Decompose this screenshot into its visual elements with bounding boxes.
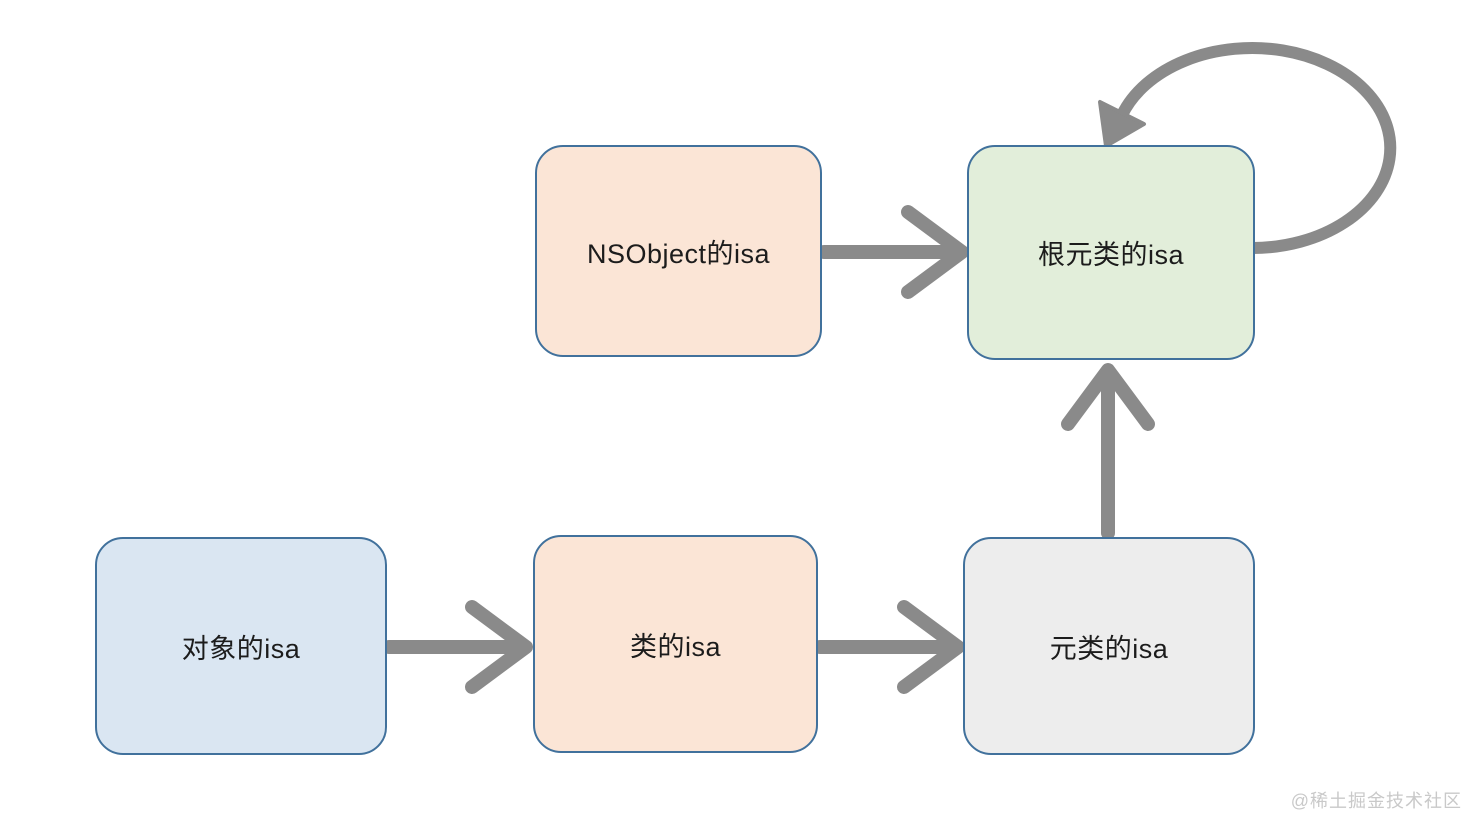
node-object-isa: 对象的isa [95,537,387,755]
node-root-meta-isa: 根元类的isa [967,145,1255,360]
node-meta-isa: 元类的isa [963,537,1255,755]
arrow-meta-to-rootmeta [1061,363,1155,540]
arrow-class-to-meta [813,600,965,694]
arrow-object-to-class [382,600,533,694]
node-class-isa: 类的isa [533,535,818,753]
arrow-nsobject-to-rootmeta [817,205,969,299]
node-nsobject-isa: NSObject的isa [535,145,822,357]
watermark: @稀土掘金技术社区 [1290,791,1462,811]
